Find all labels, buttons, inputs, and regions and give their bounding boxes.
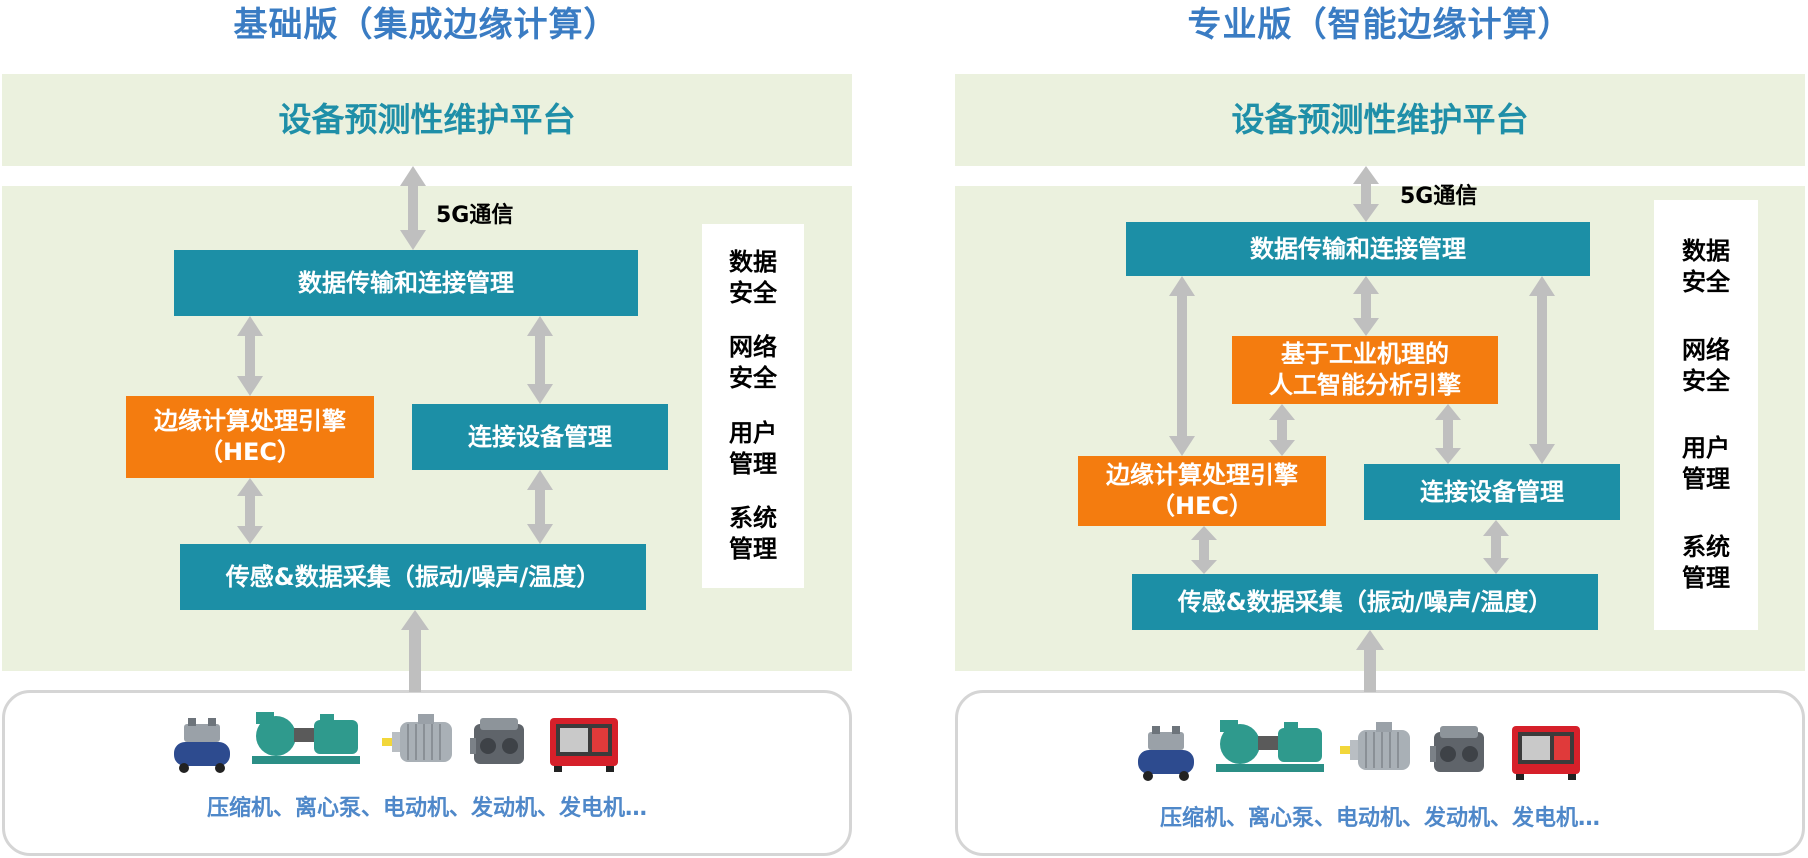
- basic-platform-band: 设备预测性维护平台: [2, 74, 852, 166]
- basic-arrow-edge-sensing: [237, 478, 263, 544]
- pro-device-box: 连接设备管理: [1364, 464, 1620, 520]
- pro-transfer-box: 数据传输和连接管理: [1126, 222, 1590, 276]
- pro-arrow-ai-edge: [1269, 404, 1295, 456]
- engine-icon: [1430, 726, 1484, 772]
- basic-edge-line1: 边缘计算处理引擎: [154, 407, 346, 435]
- pro-arrow-platform-transfer: [1353, 166, 1379, 222]
- basic-side-panel: 数据安全 网络安全 用户管理 系统管理: [702, 224, 804, 588]
- basic-platform-label: 设备预测性维护平台: [278, 100, 576, 139]
- pro-side-data-security: 数据安全: [1682, 237, 1730, 297]
- centrifugal-pump-icon: [1216, 720, 1324, 772]
- pro-arrow-equipment-sensing: [1356, 630, 1384, 692]
- centrifugal-pump-icon: [252, 712, 360, 764]
- basic-transfer-box: 数据传输和连接管理: [174, 250, 638, 316]
- basic-arrow-platform-transfer: [400, 166, 426, 250]
- basic-sensing-box: 传感&数据采集（振动/噪声/温度）: [180, 544, 646, 610]
- pro-equipment-box: [955, 690, 1805, 856]
- pro-arrow-transfer-edge: [1169, 276, 1195, 456]
- pro-equipment-text: 压缩机、离心泵、电动机、发动机、发电机…: [1159, 806, 1600, 831]
- basic-side-data-security: 数据安全: [729, 248, 777, 308]
- pro-side-system-management: 系统管理: [1682, 532, 1730, 592]
- pro-side-network-security: 网络安全: [1682, 335, 1730, 395]
- basic-equipment-text: 压缩机、离心泵、电动机、发动机、发电机…: [206, 796, 647, 821]
- pro-platform-label: 设备预测性维护平台: [1231, 100, 1529, 139]
- basic-title: 基础版（集成边缘计算）: [233, 5, 619, 45]
- generator-icon: [550, 718, 618, 772]
- pro-sensing-box: 传感&数据采集（振动/噪声/温度）: [1132, 574, 1598, 630]
- pro-side-user-management: 用户管理: [1682, 434, 1730, 494]
- basic-edge-box: 边缘计算处理引擎 （HEC）: [126, 396, 374, 478]
- pro-side-panel: 数据安全 网络安全 用户管理 系统管理: [1654, 200, 1758, 630]
- basic-edge-line2: （HEC）: [198, 438, 302, 466]
- pro-5g-label: 5G通信: [1400, 184, 1478, 209]
- pro-arrow-ai-device: [1435, 404, 1461, 464]
- pro-edge-box: 边缘计算处理引擎 （HEC）: [1078, 456, 1326, 526]
- pro-arrow-transfer-device: [1529, 276, 1555, 464]
- electric-motor-icon: [382, 714, 452, 762]
- pro-arrow-device-sensing: [1483, 520, 1509, 574]
- pro-edge-line2: （HEC）: [1150, 492, 1254, 520]
- basic-side-user-management: 用户管理: [729, 418, 777, 478]
- engine-icon: [470, 718, 524, 764]
- basic-arrow-device-sensing: [527, 470, 553, 544]
- pro-ai-line1: 基于工业机理的: [1281, 340, 1449, 368]
- pro-edge-line1: 边缘计算处理引擎: [1106, 461, 1298, 489]
- compressor-icon: [1138, 726, 1194, 781]
- compressor-icon: [174, 718, 230, 773]
- basic-arrow-transfer-edge: [237, 316, 263, 396]
- basic-device-box: 连接设备管理: [412, 404, 668, 470]
- generator-icon: [1512, 726, 1580, 780]
- electric-motor-icon: [1340, 722, 1410, 770]
- pro-arrow-edge-sensing: [1191, 526, 1217, 574]
- basic-side-network-security: 网络安全: [729, 333, 777, 393]
- pro-title: 专业版（智能边缘计算）: [1187, 5, 1573, 45]
- pro-arrow-transfer-ai: [1353, 276, 1379, 336]
- pro-ai-box: 基于工业机理的 人工智能分析引擎: [1232, 336, 1498, 404]
- basic-arrow-transfer-device: [527, 316, 553, 404]
- pro-ai-line2: 人工智能分析引擎: [1269, 371, 1461, 399]
- pro-platform-band: 设备预测性维护平台: [955, 74, 1805, 166]
- basic-arrow-equipment-sensing: [401, 610, 429, 692]
- basic-5g-label: 5G通信: [436, 203, 514, 228]
- basic-side-system-management: 系统管理: [729, 503, 777, 563]
